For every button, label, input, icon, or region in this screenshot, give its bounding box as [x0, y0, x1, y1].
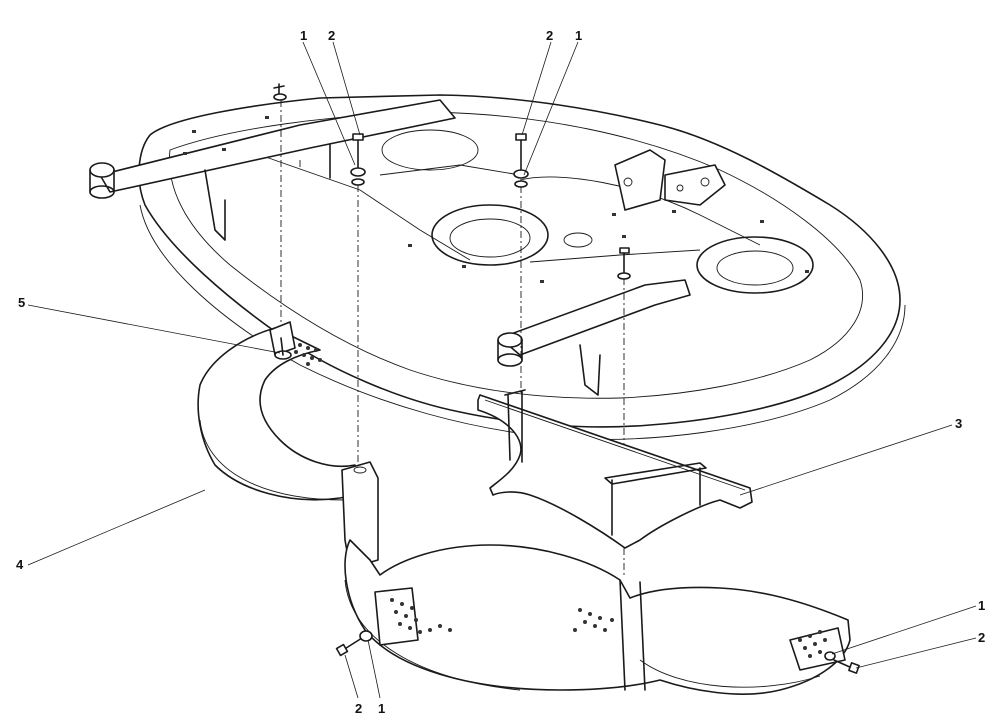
callout-2-right: 2 — [978, 630, 985, 645]
baffle-plate — [477, 389, 753, 549]
callout-1-top-right: 1 — [575, 28, 582, 43]
callout-4: 4 — [16, 557, 24, 572]
deck-bolts — [273, 83, 631, 280]
leader-lines — [27, 41, 977, 699]
callout-3: 3 — [955, 416, 962, 431]
mower-deck — [89, 94, 906, 440]
callout-1-top-left: 1 — [300, 28, 307, 43]
callout-2-bottom: 2 — [355, 701, 362, 716]
callout-2-top-left: 2 — [328, 28, 335, 43]
blade-guard-band — [197, 321, 851, 695]
callout-1-right: 1 — [978, 598, 985, 613]
callout-labels: 1 2 2 1 5 3 4 1 2 2 1 — [16, 28, 985, 716]
assembly-centerlines — [280, 100, 625, 575]
callout-5: 5 — [18, 295, 25, 310]
callout-2-top-right: 2 — [546, 28, 553, 43]
callout-1-bottom: 1 — [378, 701, 385, 716]
